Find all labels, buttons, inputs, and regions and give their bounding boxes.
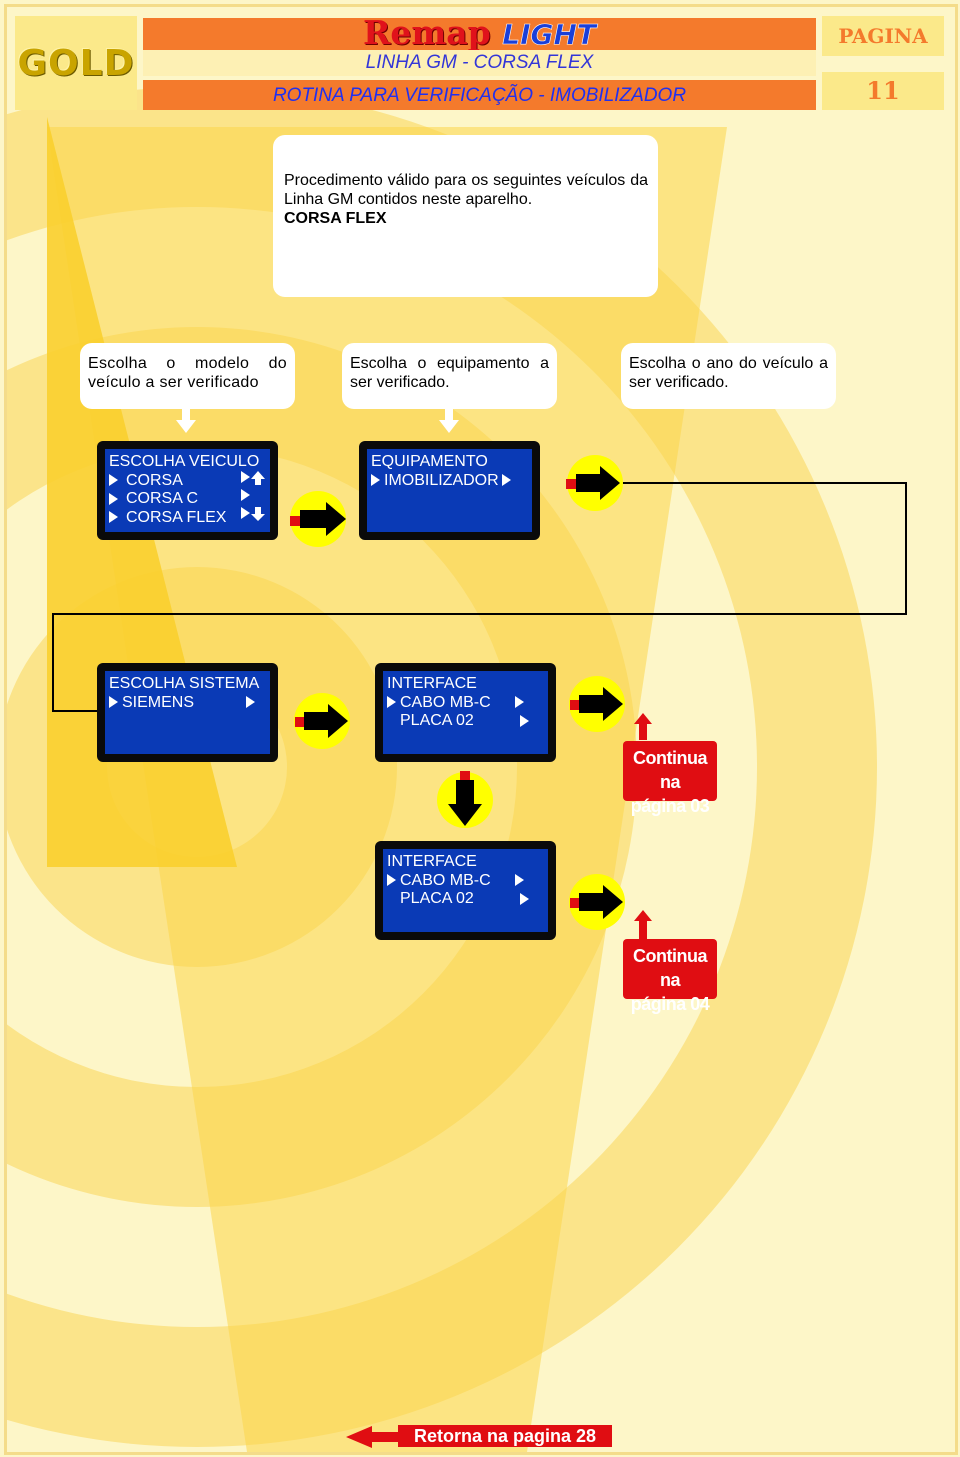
- pointer-icon: [519, 892, 529, 905]
- continue-label: Continua na: [633, 748, 708, 792]
- lcd-interface-2[interactable]: INTERFACE CABO MB-C PLACA 02: [375, 841, 556, 940]
- vehicle-line-subtitle: LINHA GM - CORSA FLEX: [143, 50, 816, 76]
- lcd-interface-1[interactable]: INTERFACE CABO MB-C PLACA 02: [375, 663, 556, 762]
- pointer-icon: [387, 696, 396, 709]
- scroll-arrows-icon[interactable]: [241, 471, 267, 529]
- intro-vehicle: CORSA FLEX: [284, 210, 387, 227]
- return-page-link[interactable]: Retorna na pagina 28: [398, 1425, 612, 1447]
- pointer-icon: [371, 474, 380, 487]
- intro-text: Procedimento válido para os seguintes ve…: [284, 172, 648, 208]
- enter-button-1: [290, 491, 346, 547]
- lcd-interface-item[interactable]: PLACA 02: [387, 712, 544, 731]
- gold-logo-text: GOLD: [17, 42, 135, 84]
- brand-title: Remap LIGHT: [143, 13, 816, 55]
- down-arrow-icons: [176, 409, 459, 433]
- lcd-equipment-title: EQUIPAMENTO: [371, 453, 488, 470]
- lcd-interface-title: INTERFACE: [387, 853, 477, 870]
- pointer-icon: [501, 474, 511, 487]
- title-bar: [143, 18, 816, 50]
- lcd-vehicle-item[interactable]: CORSA: [109, 472, 266, 491]
- pointer-icon: [246, 696, 256, 709]
- lcd-system-title: ESCOLHA SISTEMA: [109, 675, 260, 692]
- pointer-icon: [109, 492, 118, 505]
- lcd-interface-title: INTERFACE: [387, 675, 477, 692]
- continue-page-04[interactable]: Continua na página 04: [623, 939, 717, 1014]
- lcd-system-item[interactable]: SIEMENS: [109, 694, 266, 713]
- intro-note: Procedimento válido para os seguintes ve…: [273, 135, 658, 297]
- flow-connector-line: [52, 482, 907, 712]
- continue-page-03[interactable]: Continua na página 03: [623, 741, 717, 816]
- pointer-icon: [109, 511, 118, 524]
- routine-title: ROTINA PARA VERIFICAÇÃO - IMOBILIZADOR: [143, 80, 816, 110]
- enter-button-3: [294, 693, 350, 749]
- lcd-equipment-item[interactable]: IMOBILIZADOR: [371, 472, 528, 491]
- enter-button-2: [566, 455, 623, 511]
- lcd-vehicle-item[interactable]: CORSA FLEX: [109, 509, 266, 528]
- pointer-icon: [514, 696, 524, 709]
- instruction-equipment: Escolha o equipamento a ser verificado.: [342, 343, 557, 409]
- pointer-icon: [519, 714, 529, 727]
- brand-remap: Remap: [362, 13, 491, 52]
- down-button: [437, 771, 493, 828]
- continue-page: página 03: [630, 796, 710, 816]
- page-number: 11: [822, 72, 944, 110]
- pointer-icon: [109, 696, 118, 709]
- pointer-icon: [387, 874, 396, 887]
- instruction-model: Escolha o modelo do veículo a ser verifi…: [80, 343, 295, 409]
- pointer-icon: [514, 874, 524, 887]
- lcd-system-select[interactable]: ESCOLHA SISTEMA SIEMENS: [97, 663, 278, 762]
- continue-label: Continua na: [633, 946, 708, 990]
- instruction-year: Escolha o ano do veículo a ser verificad…: [621, 343, 836, 409]
- pointer-icon: [109, 474, 118, 487]
- page-label: PAGINA: [822, 16, 944, 56]
- continue-page: página 04: [630, 994, 710, 1014]
- lcd-vehicle-item[interactable]: CORSA C: [109, 490, 266, 509]
- lcd-vehicle-title: ESCOLHA VEICULO: [109, 453, 260, 470]
- continue-arrow-icons: [634, 713, 652, 940]
- lcd-interface-item[interactable]: PLACA 02: [387, 890, 544, 909]
- lcd-equipment-select[interactable]: EQUIPAMENTO IMOBILIZADOR: [359, 441, 540, 540]
- lcd-interface-item[interactable]: CABO MB-C: [387, 694, 544, 713]
- enter-button-5: [569, 874, 625, 930]
- enter-button-4: [569, 676, 625, 732]
- gold-logo: GOLD: [15, 16, 137, 110]
- lcd-interface-item[interactable]: CABO MB-C: [387, 872, 544, 891]
- lcd-vehicle-select[interactable]: ESCOLHA VEICULO CORSA CORSA C CORSA FLEX: [97, 441, 278, 540]
- brand-light: LIGHT: [502, 18, 597, 52]
- return-arrow-icon: [346, 1426, 398, 1448]
